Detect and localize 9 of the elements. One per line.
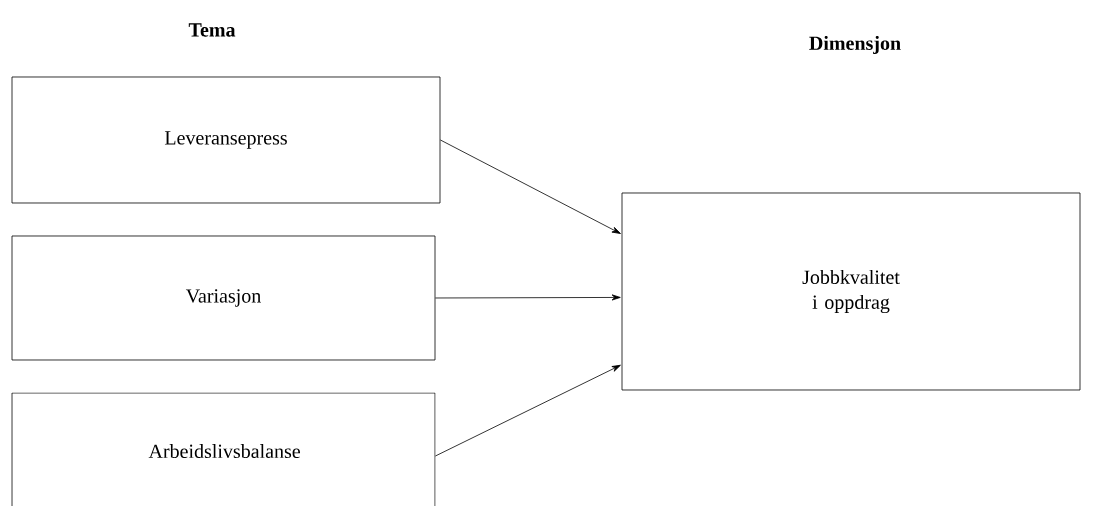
column-heading: Dimensjon: [809, 35, 901, 55]
text-box: Leveransepress: [11, 76, 441, 204]
text-box: Variasjon: [11, 235, 436, 361]
text-box: Jobbkvalitet i oppdrag: [621, 192, 1081, 391]
column-heading: Tema: [188, 23, 236, 37]
arrow: [440, 139, 621, 234]
arrow: [435, 364, 621, 457]
text-box: Arbeidslivsbalanse: [11, 392, 436, 506]
arrow: [435, 294, 621, 301]
